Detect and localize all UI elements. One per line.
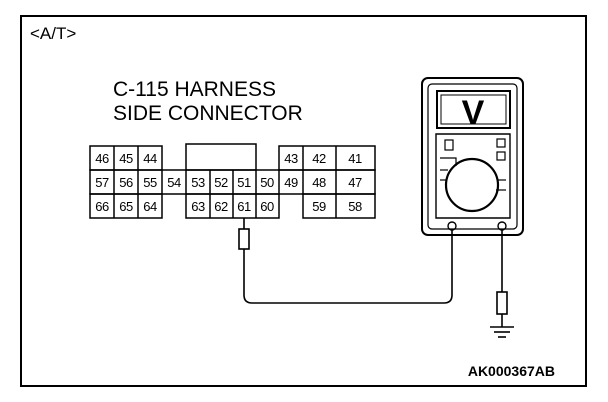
connector-pin: 51 bbox=[237, 175, 251, 190]
figure-code: AK000367AB bbox=[468, 363, 555, 379]
connector-pin: 66 bbox=[95, 199, 109, 214]
connector-pin: 62 bbox=[214, 199, 228, 214]
connector-pin: 63 bbox=[191, 199, 205, 214]
probe-tip-icon bbox=[238, 228, 250, 250]
connector-pin: 49 bbox=[284, 175, 298, 190]
connector-pin: 52 bbox=[214, 175, 228, 190]
connector-pin: 48 bbox=[312, 175, 326, 190]
connector-pin: 45 bbox=[119, 151, 133, 166]
ground-icon bbox=[490, 326, 514, 338]
switch-icon bbox=[444, 139, 454, 151]
connector-pin: 50 bbox=[260, 175, 274, 190]
connector-key-tab bbox=[185, 143, 257, 171]
connector-pin: 64 bbox=[143, 199, 157, 214]
connector-pin: 42 bbox=[312, 151, 326, 166]
voltmeter-display bbox=[436, 90, 511, 129]
connector-pin: 60 bbox=[260, 199, 274, 214]
connector-pin: 47 bbox=[348, 175, 362, 190]
probe-tip-icon bbox=[496, 291, 508, 315]
connector-pin: 59 bbox=[312, 199, 326, 214]
connector-pin: 46 bbox=[95, 151, 109, 166]
connector-pin: 43 bbox=[284, 151, 298, 166]
harness-connector bbox=[89, 143, 376, 219]
connector-pin: 44 bbox=[143, 151, 157, 166]
voltmeter-dial-panel bbox=[435, 133, 511, 219]
connector-pin: 56 bbox=[119, 175, 133, 190]
switch-icon bbox=[496, 138, 506, 148]
voltmeter-body bbox=[421, 77, 524, 236]
voltmeter bbox=[421, 77, 524, 236]
outer-frame bbox=[20, 15, 587, 387]
voltmeter-display-symbol: V bbox=[462, 94, 485, 132]
connector-pin: 54 bbox=[167, 175, 181, 190]
connector-pin-labels: 46 45 44 43 42 41 57 56 55 54 53 52 51 5… bbox=[95, 151, 362, 214]
connector-pin: 53 bbox=[191, 175, 205, 190]
connector-title-line1: C-115 HARNESS bbox=[113, 78, 276, 101]
connector-pin: 58 bbox=[348, 199, 362, 214]
connector-pin: 57 bbox=[95, 175, 109, 190]
test-lead-positive bbox=[238, 218, 453, 304]
switch-icon bbox=[496, 151, 506, 161]
connector-pin: 55 bbox=[143, 175, 157, 190]
connector-pin: 61 bbox=[237, 199, 251, 214]
connector-pin: 41 bbox=[348, 151, 362, 166]
connector-title-line2: SIDE CONNECTOR bbox=[113, 102, 303, 125]
test-lead-ground bbox=[496, 230, 508, 327]
variant-label: <A/T> bbox=[30, 24, 76, 43]
connector-pin: 65 bbox=[119, 199, 133, 214]
rotary-dial-icon bbox=[444, 157, 500, 213]
